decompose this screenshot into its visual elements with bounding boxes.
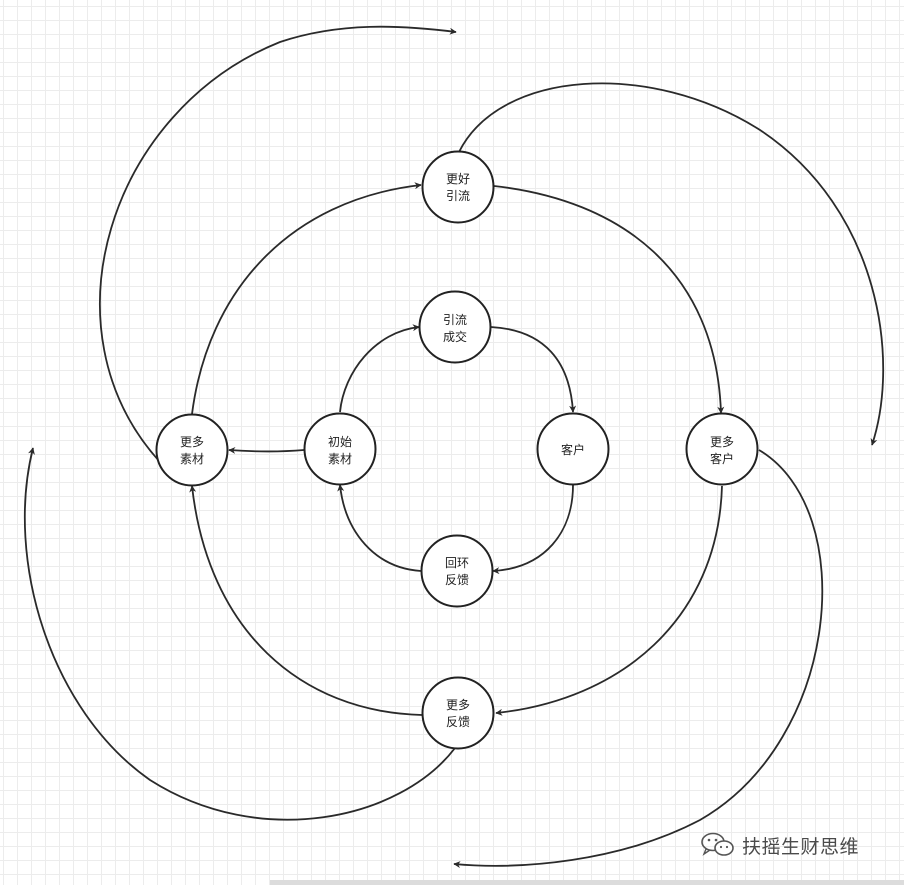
arrow-more-material-to-better-lead — [191, 182, 422, 415]
node-more-material: 更多 素材 — [155, 413, 229, 487]
arrow-more-feedback-to-more-material — [189, 485, 423, 716]
node-lead-deal: 引流 成交 — [418, 290, 492, 364]
node-more-material-line2: 素材 — [180, 452, 204, 466]
arrow-outer-better-lead-right — [458, 82, 885, 446]
arrow-feedback-to-initial — [337, 484, 422, 572]
watermark: 扶摇生财思维 — [700, 830, 859, 860]
node-initial-material: 初始 素材 — [303, 412, 377, 486]
node-more-feedback: 更多 反馈 — [421, 676, 495, 750]
node-more-customers-line1: 更多 — [710, 435, 734, 449]
node-customer-line1: 客户 — [561, 442, 585, 457]
node-more-feedback-line2: 反馈 — [446, 715, 470, 729]
node-lead-deal-line2: 成交 — [443, 329, 467, 344]
arrow-better-lead-to-more-customers — [493, 185, 725, 414]
node-better-lead: 更好 引流 — [421, 150, 495, 224]
arrow-initial-to-more-material — [228, 446, 305, 454]
arrow-more-customers-to-more-feedback — [495, 485, 723, 716]
arrow-outer-more-feedback-left — [23, 447, 456, 821]
arrow-initial-to-lead — [339, 324, 420, 413]
wechat-icon — [701, 832, 734, 856]
node-feedback-loop-line2: 反馈 — [445, 573, 469, 587]
node-feedback-loop-line1: 回环 — [445, 556, 469, 570]
node-initial-material-line1: 初始 — [328, 435, 352, 449]
node-better-lead-line1: 更好 — [446, 172, 470, 186]
arrow-customer-to-feedback — [492, 484, 574, 575]
node-more-material-line1: 更多 — [180, 435, 204, 449]
watermark-text: 扶摇生财思维 — [742, 835, 860, 858]
node-lead-deal-line1: 引流 — [443, 313, 467, 327]
node-feedback-loop: 回环 反馈 — [420, 534, 494, 608]
arrow-outer-more-material-up — [99, 25, 457, 463]
node-more-feedback-line1: 更多 — [446, 698, 470, 712]
bottom-edge-bar — [270, 880, 904, 885]
node-customer: 客户 — [536, 412, 610, 486]
node-initial-material-line2: 素材 — [328, 452, 352, 466]
node-better-lead-line2: 引流 — [446, 189, 470, 203]
node-more-customers-line2: 客户 — [710, 451, 734, 466]
arrow-outer-more-customers-down — [453, 449, 824, 869]
node-more-customers: 更多 客户 — [685, 412, 759, 486]
arrow-lead-to-customer — [490, 326, 577, 413]
